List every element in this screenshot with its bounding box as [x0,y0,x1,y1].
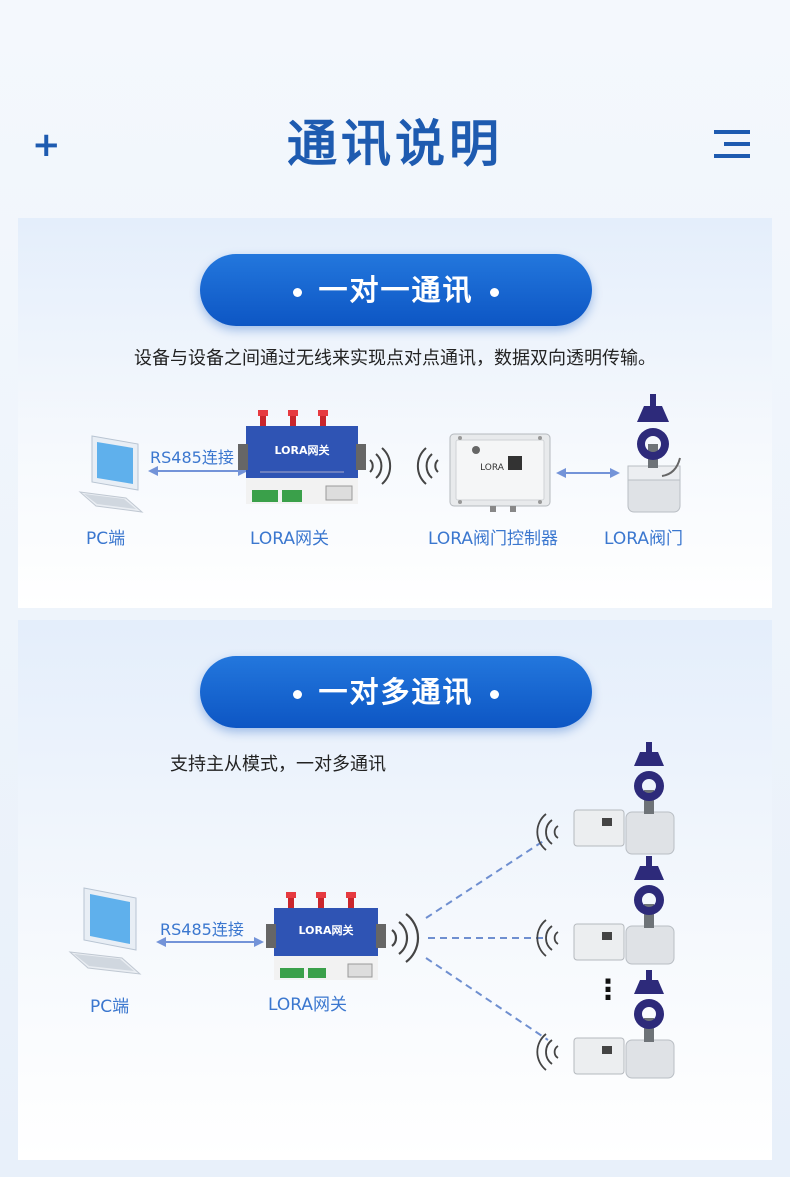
pc-icon [68,887,142,975]
wireless-signal-icon [416,447,439,485]
gateway-device-icon [238,410,366,504]
one-to-many-panel: 一对多通讯 支持主从模式，一对多通讯 LORA [18,620,772,1160]
one-to-one-panel: 一对一通讯 设备与设备之间通过无线来实现点对点通讯，数据双向透明传输。 [18,218,772,608]
controller-label: LORA阀门控制器 [428,529,558,549]
gateway-screen-text: LORA网关 [299,923,354,937]
page-title: 通讯说明 [287,115,503,173]
wireless-signal-icon [536,919,559,957]
one-to-many-diagram: LORA网关 [68,742,675,1079]
pc-icon [78,435,144,513]
gateway-device-icon [266,892,386,980]
butterfly-valve-icon [627,394,681,513]
valve-label: LORA阀门 [604,529,683,549]
one-to-one-description: 设备与设备之间通过无线来实现点对点通讯，数据双向透明传输。 [134,348,656,369]
plus-icon: + [32,125,61,165]
controller-valve-arrow [556,468,620,478]
dashed-links [425,837,549,1041]
one-to-one-heading: 一对一通讯 [200,254,592,326]
wireless-signal-icon [369,447,392,485]
one-to-one-diagram: LORA网关 LORA [78,394,681,513]
gateway-label: LORA网关 [268,995,347,1015]
gateway-label: LORA网关 [250,529,329,549]
wireless-signal-icon [391,913,420,963]
valve-unit [536,742,675,855]
rs485-label: RS485连接 [160,920,244,939]
pc-label: PC端 [90,997,130,1017]
wireless-signal-icon [536,1033,559,1071]
rs485-arrow [156,937,264,947]
valve-unit [536,856,675,965]
one-to-many-description: 支持主从模式，一对多通讯 [170,754,386,775]
wireless-signal-icon [536,813,559,851]
more-units-ellipsis: ⋮ [594,973,622,1006]
valve-unit [536,970,675,1079]
menu-lines-icon [714,130,750,158]
gateway-screen-text: LORA网关 [275,443,330,457]
rs485-label: RS485连接 [150,448,234,467]
valve-controller-icon [449,433,551,512]
one-to-many-heading: 一对多通讯 [200,656,592,728]
pc-label: PC端 [86,529,126,549]
controller-face-text: LORA [480,463,505,473]
